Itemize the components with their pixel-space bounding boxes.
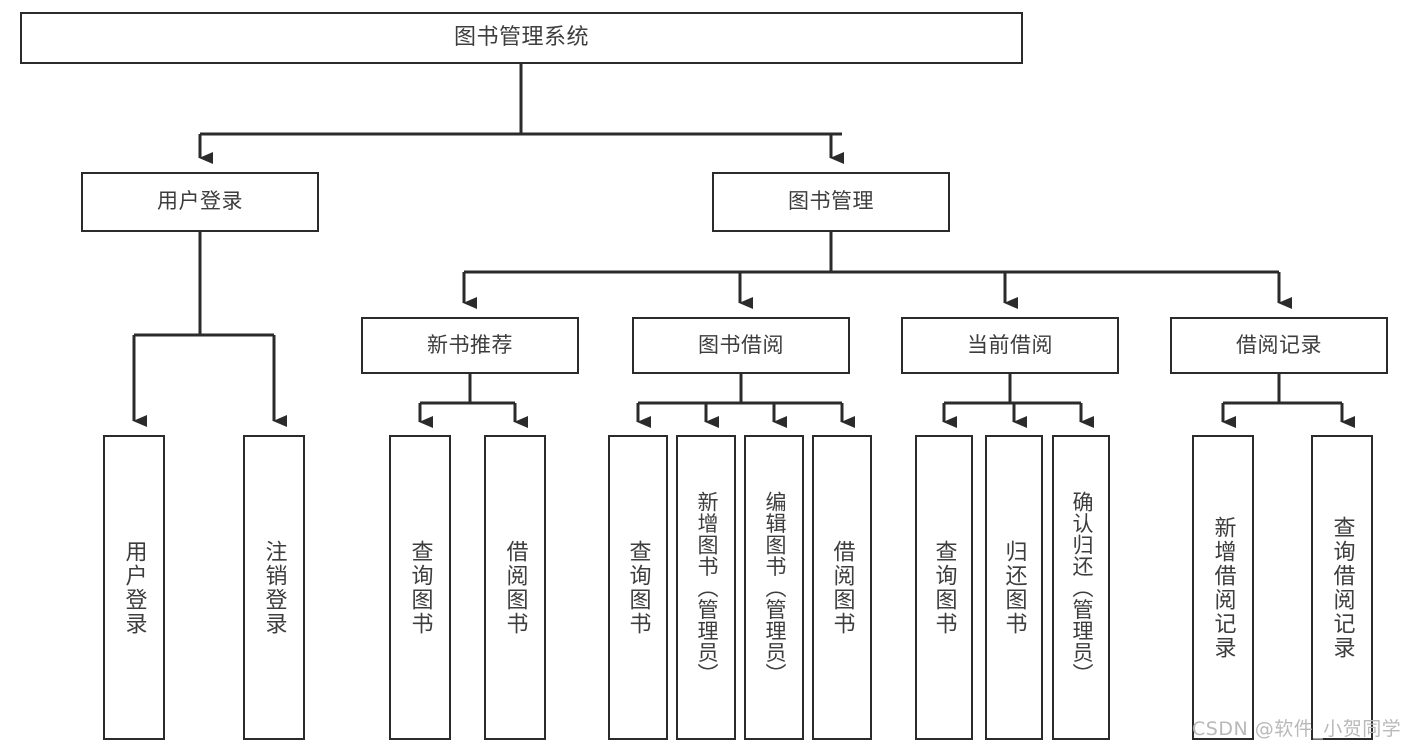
node-leaf-lend-book[interactable]: 借阅图书 [812,435,872,740]
node-level3-borrow-record-label: 借阅记录 [1236,332,1322,357]
node-level3-current-borrow-label: 当前借阅 [967,332,1053,357]
node-leaf-query-book-borrow-label: 查询图书 [625,539,651,636]
node-level3-new-book-recommend-label: 新书推荐 [427,332,513,357]
node-leaf-borrow-book-new[interactable]: 借阅图书 [484,435,546,740]
node-level3-current-borrow[interactable]: 当前借阅 [901,317,1119,374]
node-leaf-query-book-current[interactable]: 查询图书 [915,435,973,740]
node-leaf-query-book-new[interactable]: 查询图书 [389,435,451,740]
node-leaf-logout[interactable]: 注销登录 [243,435,305,740]
watermark-text: CSDN @软件_小贺同学 [1192,718,1402,740]
node-level3-book-borrow[interactable]: 图书借阅 [632,317,850,374]
node-leaf-add-borrow-record-label: 新增借阅记录 [1210,515,1236,660]
node-leaf-borrow-book-new-label: 借阅图书 [502,539,528,636]
node-leaf-lend-book-label: 借阅图书 [829,539,855,636]
node-leaf-user-login[interactable]: 用户登录 [103,435,165,740]
node-leaf-user-login-label: 用户登录 [121,539,147,636]
node-leaf-edit-book-admin-label: 编辑图书（管理员） [762,490,787,685]
node-leaf-add-book-admin[interactable]: 新增图书（管理员） [676,435,736,740]
node-leaf-add-borrow-record[interactable]: 新增借阅记录 [1192,435,1254,740]
node-leaf-confirm-return-admin[interactable]: 确认归还（管理员） [1052,435,1110,740]
node-level3-book-borrow-label: 图书借阅 [698,332,784,357]
node-leaf-query-book-borrow[interactable]: 查询图书 [608,435,668,740]
node-leaf-query-borrow-record[interactable]: 查询借阅记录 [1311,435,1373,740]
node-root-label: 图书管理系统 [453,24,589,50]
node-root[interactable]: 图书管理系统 [20,12,1023,64]
node-level3-new-book-recommend[interactable]: 新书推荐 [361,317,579,374]
node-leaf-logout-label: 注销登录 [261,539,287,636]
node-level3-borrow-record[interactable]: 借阅记录 [1170,317,1388,374]
node-leaf-add-book-admin-label: 新增图书（管理员） [694,490,719,685]
node-leaf-query-book-new-label: 查询图书 [407,539,433,636]
node-level2-book-management-label: 图书管理 [788,189,874,214]
node-level2-book-management[interactable]: 图书管理 [712,172,950,232]
node-leaf-query-borrow-record-label: 查询借阅记录 [1329,515,1355,660]
node-leaf-return-book[interactable]: 归还图书 [985,435,1043,740]
node-level2-user-login[interactable]: 用户登录 [81,172,319,232]
node-leaf-query-book-current-label: 查询图书 [931,539,957,636]
node-leaf-return-book-label: 归还图书 [1001,539,1027,636]
node-leaf-confirm-return-admin-label: 确认归还（管理员） [1069,490,1094,685]
node-leaf-edit-book-admin[interactable]: 编辑图书（管理员） [744,435,804,740]
node-level2-user-login-label: 用户登录 [157,189,243,214]
